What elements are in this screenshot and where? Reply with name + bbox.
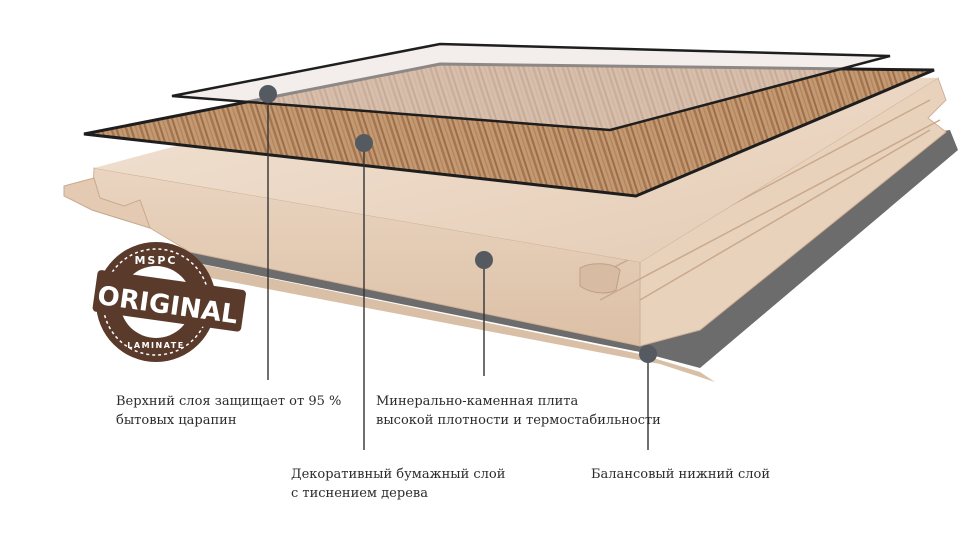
callout-backing-line1: Балансовый нижний слой bbox=[591, 467, 770, 482]
callout-top-layer-line1: Верхний слоя защищает от 95 % bbox=[116, 394, 342, 409]
badge-bottom-text: LAMINATE bbox=[127, 341, 184, 350]
tongue-profile bbox=[63, 177, 151, 229]
callout-board: Минерально-каменная плита высокой плотно… bbox=[376, 392, 661, 430]
core-board-edge bbox=[639, 77, 947, 347]
marker-board bbox=[475, 251, 493, 269]
marker-top-layer bbox=[259, 85, 277, 103]
badge-top-text: MSPC bbox=[134, 254, 177, 267]
backing-layer-underside bbox=[190, 262, 715, 382]
groove-notch bbox=[579, 263, 621, 294]
callout-top-layer: Верхний слоя защищает от 95 % бытовых ца… bbox=[116, 392, 341, 430]
mspc-original-badge: MSPC ORIGINAL LAMINATE bbox=[92, 242, 246, 362]
callout-backing: Балансовый нижний слой bbox=[591, 465, 770, 484]
marker-decor bbox=[355, 134, 373, 152]
callout-top-layer-line2: бытовых царапин bbox=[116, 413, 237, 428]
callout-board-line2: высокой плотности и термостабильности bbox=[376, 413, 661, 428]
callout-board-line1: Минерально-каменная плита bbox=[376, 394, 579, 409]
callout-decor: Декоративный бумажный слой с тиснением д… bbox=[291, 465, 505, 503]
callout-decor-line1: Декоративный бумажный слой bbox=[291, 467, 506, 482]
marker-backing bbox=[639, 345, 657, 363]
protective-overlay-layer bbox=[171, 42, 891, 132]
callout-decor-line2: с тиснением дерева bbox=[291, 486, 428, 501]
